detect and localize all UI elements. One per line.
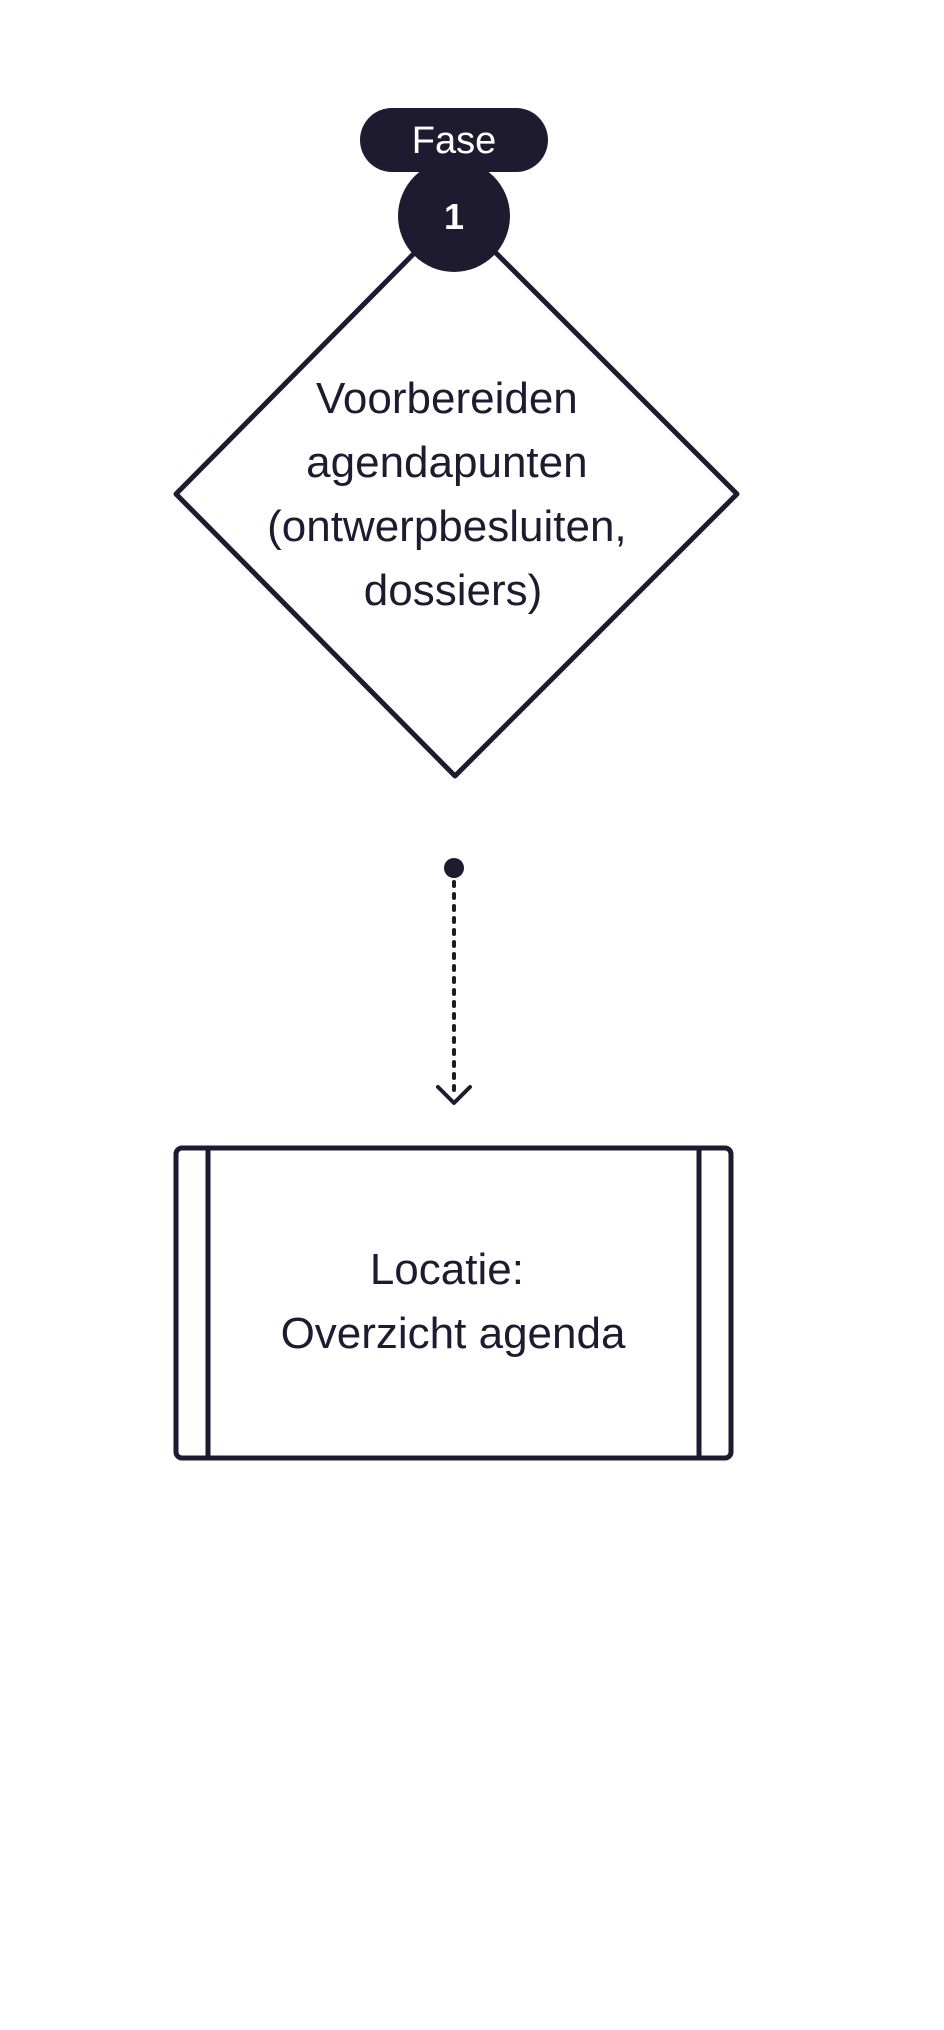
connector: [436, 858, 472, 1105]
decision-diamond-shape: [173, 209, 740, 779]
phase-badge: Fase 1: [360, 108, 548, 272]
phase-label: Fase: [412, 120, 496, 162]
decision-label-line: agendapunten: [306, 438, 587, 487]
decision-label-line: dossiers): [364, 566, 543, 615]
phase-pill: [360, 108, 548, 172]
decision-label-line: (ontwerpbesluiten,: [267, 502, 627, 551]
connector-start-dot: [444, 858, 464, 878]
location-label-line: Overzicht agenda: [281, 1309, 626, 1358]
chevron-arrow-icon: [436, 1085, 472, 1105]
location-label: Locatie: Overzicht agenda: [281, 1245, 626, 1358]
decision-label: Voorbereiden agendapunten (ontwerpbeslui…: [267, 374, 639, 615]
phase-number: 1: [444, 196, 464, 237]
location-box-outline: [173, 1145, 734, 1461]
location-node[interactable]: Locatie: Overzicht agenda: [173, 1145, 734, 1461]
location-label-line: Locatie:: [370, 1245, 524, 1294]
phase-number-circle: [398, 160, 510, 272]
decision-node[interactable]: Voorbereiden agendapunten (ontwerpbeslui…: [173, 209, 740, 779]
decision-label-line: Voorbereiden: [316, 374, 578, 423]
